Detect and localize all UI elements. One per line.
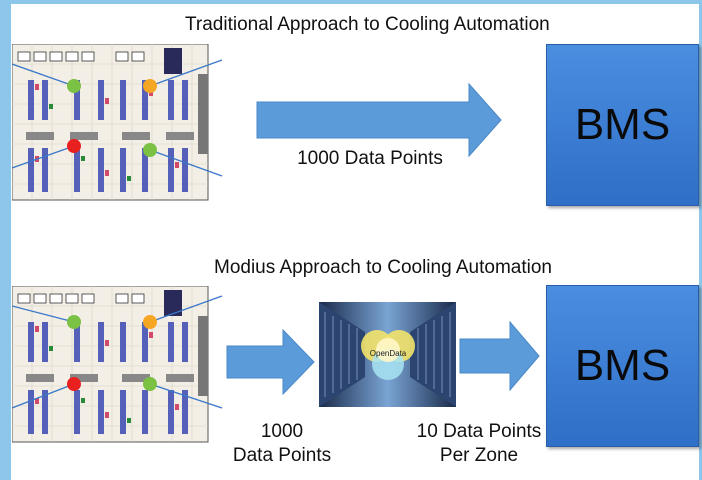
- bms-box-traditional: BMS: [546, 44, 699, 206]
- modius-output-label: 10 Data Points Per Zone: [408, 420, 550, 468]
- opendata-hub-image: OpenData: [319, 302, 456, 407]
- sensor-orange-indicator: [143, 79, 157, 93]
- floorplan-modius: [12, 286, 223, 443]
- bms-label: BMS: [574, 100, 671, 149]
- bms-label: BMS: [574, 341, 671, 390]
- frame-top-border: [0, 0, 702, 4]
- traditional-approach-title: Traditional Approach to Cooling Automati…: [185, 14, 550, 35]
- sensor-green-indicator: [67, 315, 81, 329]
- sensor-red-indicator: [67, 139, 81, 153]
- opendata-label: OpenData: [370, 349, 407, 358]
- arrow-modius-output: [459, 320, 540, 392]
- modius-input-label-line2: Data Points: [232, 445, 332, 466]
- arrow-modius-input: [226, 328, 315, 396]
- sensor-green-indicator: [143, 143, 157, 157]
- modius-input-label: 1000 Data Points: [222, 420, 342, 468]
- traditional-data-points-label: 1000 Data Points: [297, 148, 443, 169]
- bms-box-modius: BMS: [546, 285, 699, 447]
- frame-left-border: [0, 0, 11, 480]
- sensor-red-indicator: [67, 377, 81, 391]
- modius-input-label-line1: 1000: [260, 421, 304, 442]
- floorplan-body: [12, 286, 209, 443]
- modius-approach-title: Modius Approach to Cooling Automation: [214, 257, 552, 278]
- floorplan-body: [12, 44, 209, 201]
- sensor-green-indicator: [143, 377, 157, 391]
- modius-output-label-line2: Per Zone: [439, 445, 519, 466]
- frame-right-border: [699, 0, 702, 480]
- arrow-traditional: [256, 82, 502, 158]
- sensor-orange-indicator: [143, 315, 157, 329]
- floorplan-traditional: [12, 44, 223, 201]
- sensor-green-indicator: [67, 79, 81, 93]
- modius-output-label-line1: 10 Data Points: [416, 421, 542, 442]
